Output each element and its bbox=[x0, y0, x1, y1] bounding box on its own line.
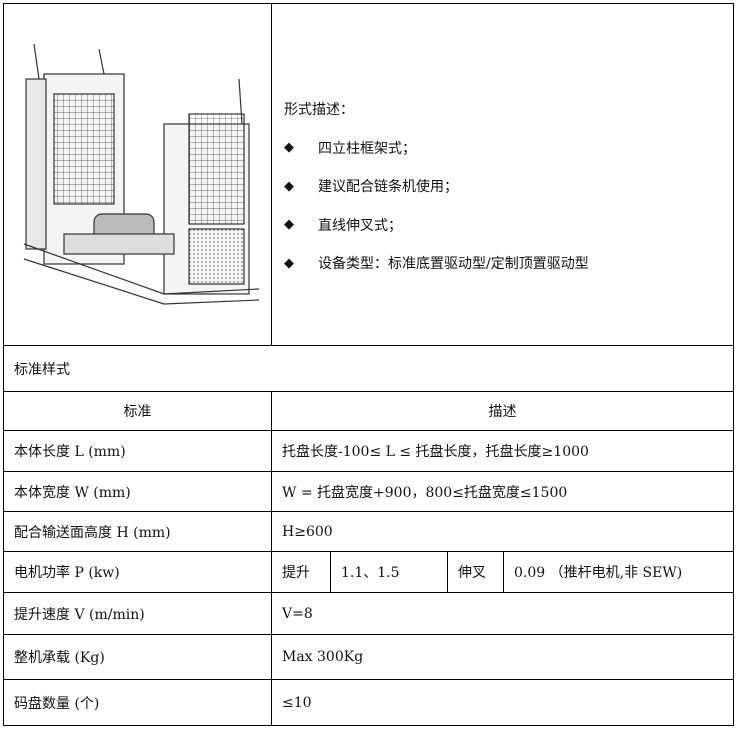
row-value: 托盘长度-100≤ L ≤ 托盘长度，托盘长度≥1000 bbox=[271, 430, 734, 472]
bullet-text: 建议配合链条机使用； bbox=[318, 179, 458, 196]
diamond-bullet-icon: ◆ bbox=[284, 140, 294, 156]
row-label: 本体长度 L (mm) bbox=[3, 430, 272, 472]
section-title: 标准样式 bbox=[3, 345, 734, 392]
row-value: H≥600 bbox=[271, 511, 734, 552]
fork-value: 0.09 （推杆电机,非 SEW) bbox=[503, 551, 734, 593]
row-label: 整机承载 (Kg) bbox=[3, 634, 272, 680]
bullet-text: 直线伸叉式； bbox=[318, 217, 402, 234]
diamond-bullet-icon: ◆ bbox=[284, 217, 294, 233]
row-label: 电机功率 P (kw) bbox=[3, 551, 272, 593]
bullet-item: ◆ 四立柱框架式； bbox=[284, 129, 589, 168]
row-label: 配合输送面高度 H (mm) bbox=[3, 511, 272, 552]
lift-label: 提升 bbox=[271, 551, 331, 593]
description: 形式描述： ◆ 四立柱框架式； ◆ 建议配合链条机使用； ◆ 直线伸叉式； ◆ 设备类型… bbox=[284, 90, 589, 283]
row-value: V=8 bbox=[271, 592, 734, 635]
bullet-item: ◆ 直线伸叉式； bbox=[284, 206, 589, 245]
bullet-text: 设备类型：标准底置驱动型/定制顶置驱动型 bbox=[318, 256, 589, 273]
row-value: ≤10 bbox=[271, 679, 734, 726]
header-description: 描述 bbox=[271, 391, 734, 431]
diamond-bullet-icon: ◆ bbox=[284, 178, 294, 194]
image-cell bbox=[3, 3, 272, 346]
description-title: 形式描述： bbox=[284, 102, 354, 119]
row-label: 码盘数量 (个) bbox=[3, 679, 272, 726]
bullet-item: ◆ 设备类型：标准底置驱动型/定制顶置驱动型 bbox=[284, 244, 589, 283]
fork-label: 伸叉 bbox=[447, 551, 504, 593]
row-value: W = 托盘宽度+900，800≤托盘宽度≤1500 bbox=[271, 471, 734, 512]
bullet-item: ◆ 建议配合链条机使用； bbox=[284, 167, 589, 206]
header-standard: 标准 bbox=[3, 391, 272, 431]
machine-illustration bbox=[23, 43, 260, 305]
row-label: 提升速度 V (m/min) bbox=[3, 592, 272, 635]
row-value: Max 300Kg bbox=[271, 634, 734, 680]
bullet-text: 四立柱框架式； bbox=[318, 140, 416, 157]
row-label: 本体宽度 W (mm) bbox=[3, 471, 272, 512]
lift-value: 1.1、1.5 bbox=[330, 551, 448, 593]
diamond-bullet-icon: ◆ bbox=[284, 255, 294, 271]
